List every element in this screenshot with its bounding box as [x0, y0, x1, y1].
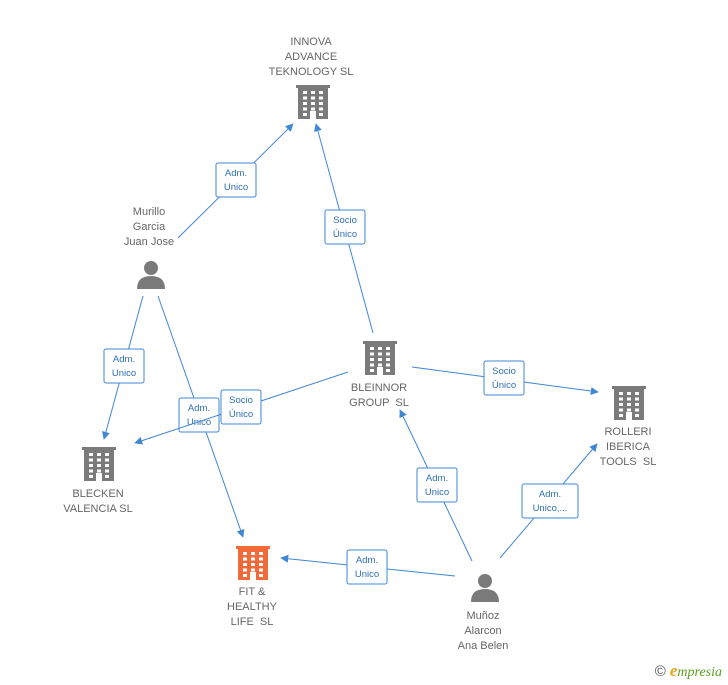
edge-label-box[interactable]: Adm. Unico: [416, 467, 458, 503]
node-label-line: TEKNOLOGY SL: [269, 66, 354, 78]
edge-label-box[interactable]: Adm. Unico,...: [521, 483, 579, 519]
node-label-line: VALENCIA SL: [63, 503, 133, 515]
company-node-rolleri[interactable]: ROLLERI IBERICA TOOLS SL: [600, 386, 657, 468]
node-label-line: Garcia: [133, 221, 166, 233]
node-label-line: FIT &: [239, 586, 266, 598]
node-label-line: BLEINNOR: [351, 382, 407, 394]
edge-label-text: Unico,...: [533, 503, 568, 514]
node-label-line: Juan Jose: [124, 236, 174, 248]
edge-label-text: Socio: [229, 395, 253, 406]
edge-label-text: Unico: [425, 487, 449, 498]
edge-label-text: Adm.: [426, 473, 448, 484]
node-label-line: Murillo: [133, 206, 165, 218]
company-node-innova[interactable]: INNOVA ADVANCE TEKNOLOGY SL: [269, 36, 354, 119]
person-icon: [137, 261, 165, 289]
edge-label-text: Socio: [492, 366, 516, 377]
edge-label-text: Adm.: [188, 403, 210, 414]
edge-label-frame: [483, 360, 525, 396]
node-label-line: GROUP SL: [349, 397, 409, 409]
edge-label-frame: [521, 483, 579, 519]
edge-label-box[interactable]: Adm. Unico: [215, 162, 257, 198]
edge-label-frame: [324, 209, 366, 245]
edge-label-box[interactable]: Adm. Unico: [178, 397, 220, 433]
person-icon: [471, 574, 499, 602]
building-icon: [363, 341, 397, 375]
node-label-line: BLECKEN: [72, 488, 123, 500]
edge-label-text: Adm.: [225, 168, 247, 179]
node-label-line: INNOVA: [290, 36, 332, 48]
edge-label-frame: [220, 389, 262, 425]
building-icon: [296, 85, 330, 119]
edge-label-text: Unico: [187, 417, 211, 428]
node-label-line: Alarcon: [464, 625, 501, 637]
company-node-blecken[interactable]: BLECKEN VALENCIA SL: [63, 447, 133, 515]
building-icon: [612, 386, 646, 420]
copyright-icon: ©: [654, 663, 666, 680]
building-icon: [82, 447, 116, 481]
building-icon: [236, 546, 270, 580]
edge-label-text: Adm.: [539, 489, 561, 500]
edge-label-text: Unico: [355, 569, 379, 580]
node-label-line: LIFE SL: [231, 616, 274, 628]
edge-label-frame: [416, 467, 458, 503]
edge-label-text: Único: [229, 409, 253, 420]
relation-edge-murillo-innova[interactable]: Adm. Unico: [177, 123, 294, 239]
node-label-line: HEALTHY: [227, 601, 278, 613]
relation-edge-murillo-blecken[interactable]: Adm. Unico: [102, 295, 145, 440]
edge-label-text: Unico: [224, 182, 248, 193]
relation-edge-munoz-bleinnor[interactable]: Adm. Unico: [399, 409, 473, 562]
brand-logo[interactable]: empresia: [669, 661, 722, 680]
edge-label-frame: [103, 348, 145, 384]
edge-label-text: Socio: [333, 215, 357, 226]
edge-label-text: Único: [333, 229, 357, 240]
edge-label-frame: [346, 549, 388, 585]
edge-label-text: Unico: [112, 368, 136, 379]
node-label-line: Ana Belen: [458, 640, 509, 652]
relation-edge-munoz-rolleri[interactable]: Adm. Unico,...: [499, 443, 598, 559]
node-label-line: ADVANCE: [285, 51, 337, 63]
edge-label-frame: [215, 162, 257, 198]
edge-label-text: Adm.: [113, 354, 135, 365]
edge-label-text: Adm.: [356, 555, 378, 566]
edge-label-text: Único: [492, 380, 516, 391]
node-label-line: TOOLS SL: [600, 456, 657, 468]
company-node-bleinnor[interactable]: BLEINNOR GROUP SL: [349, 341, 409, 409]
node-label-line: Muñoz: [466, 610, 499, 622]
edge-label-box[interactable]: Adm. Unico: [346, 549, 388, 585]
relation-edge-munoz-fit[interactable]: Adm. Unico: [280, 549, 456, 585]
node-label-line: ROLLERI: [604, 426, 651, 438]
copyright-footer: ©empresia: [655, 661, 722, 681]
company-node-fit[interactable]: FIT & HEALTHY LIFE SL: [227, 546, 278, 628]
node-label-line: IBERICA: [606, 441, 651, 453]
edge-label-box[interactable]: Adm. Unico: [103, 348, 145, 384]
relation-edge-murillo-fit[interactable]: Adm. Unico: [157, 295, 245, 538]
